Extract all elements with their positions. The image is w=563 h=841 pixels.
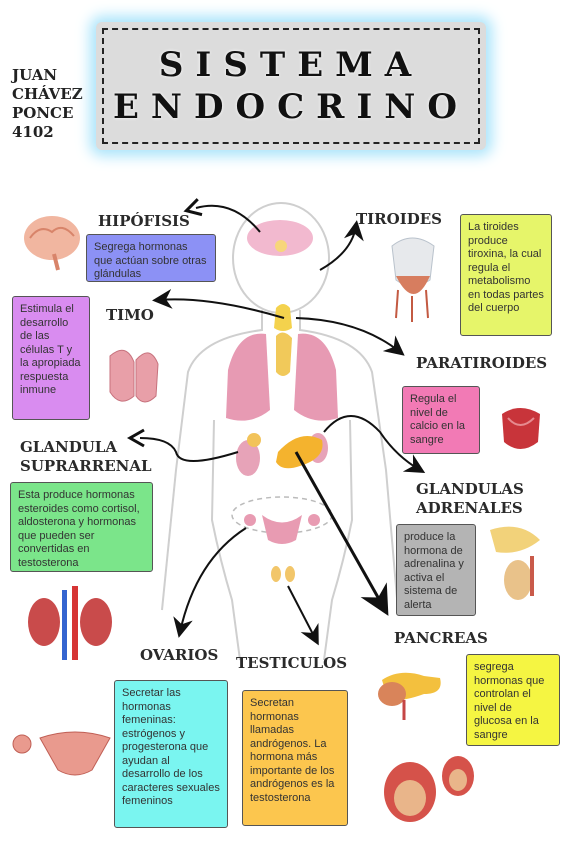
title-line-2: ENDOCRINO: [112, 87, 469, 127]
author-line: PONCE: [12, 104, 74, 122]
label-glandula-suprarrenal-line1: GLANDULA: [20, 438, 117, 456]
title-frame: SISTEMA ENDOCRINO: [102, 28, 480, 144]
brain-image: [24, 216, 80, 271]
pancreas-organ: [276, 436, 323, 469]
thymus-image: [109, 349, 159, 403]
pancreas-image: [378, 672, 441, 720]
label-glandula-suprarrenal-line2: SUPRARRENAL: [20, 457, 152, 475]
info-box-timo: Estimula el desarrollo de las células T …: [12, 296, 90, 420]
thyroid-image: [391, 237, 435, 322]
info-box-suprarrenal: Esta produce hormonas esteroides como co…: [10, 482, 153, 572]
label-ovarios: OVARIOS: [140, 646, 219, 664]
label-testiculos: TESTICULOS: [236, 654, 348, 672]
label-hipofisis: HIPÓFISIS: [98, 212, 190, 230]
info-text-timo: Estimula el desarrollo de las células T …: [20, 303, 81, 396]
connector-arrows: [126, 198, 426, 646]
info-box-testiculos: Secretan hormonas llamadas andrógenos. L…: [242, 690, 348, 826]
label-tiroides: TIROIDES: [356, 210, 443, 228]
uterus-image: [12, 731, 136, 776]
info-box-tiroides: La tiroides produce tiroxina, la cual re…: [460, 214, 552, 336]
info-box-pancreas: segrega hormonas que controlan el nivel …: [466, 654, 560, 746]
info-box-adrenales: produce la hormona de adrenalina y activ…: [396, 524, 476, 616]
info-box-hipofisis: Segrega hormonas que actúan sobre otras …: [86, 234, 216, 282]
info-text-adrenales: produce la hormona de adrenalina y activ…: [404, 531, 464, 611]
testes-image: [384, 756, 474, 822]
info-text-tiroides: La tiroides produce tiroxina, la cual re…: [468, 221, 544, 314]
adrenal-organ: [247, 433, 261, 447]
info-text-ovarios: Secretar las hormonas femeninas: estróge…: [122, 687, 220, 807]
info-text-paratiroides: Regula el nivel de calcio en la sangre: [410, 393, 466, 446]
lungs-organ: [226, 333, 338, 421]
info-text-pancreas: segrega hormonas que controlan el nivel …: [474, 661, 545, 741]
author-line: JUAN: [12, 66, 58, 84]
info-box-ovarios: Secretar las hormonas femeninas: estróge…: [114, 680, 228, 828]
author-line: 4102: [12, 123, 54, 141]
uterus-organ: [244, 514, 320, 544]
label-glandulas-adrenales-line2: ADRENALES: [416, 499, 523, 517]
label-timo: TIMO: [106, 306, 154, 324]
head-brain-organ: [247, 220, 313, 256]
info-text-suprarrenal: Esta produce hormonas esteroides como co…: [18, 489, 140, 569]
parathyroid-image: [502, 408, 540, 449]
thymus-organ: [276, 332, 292, 376]
info-text-testiculos: Secretan hormonas llamadas andrógenos. L…: [250, 697, 335, 804]
author-line: CHÁVEZ: [12, 85, 83, 103]
label-paratiroides: PARATIROIDES: [416, 354, 548, 372]
info-text-hipofisis: Segrega hormonas que actúan sobre otras …: [94, 241, 207, 280]
kidneys-image: [28, 586, 112, 660]
info-box-paratiroides: Regula el nivel de calcio en la sangre: [402, 386, 480, 454]
adrenal-image: [490, 526, 540, 600]
author-block: JUAN CHÁVEZ PONCE 4102: [12, 66, 83, 142]
title-banner: SISTEMA ENDOCRINO: [96, 22, 486, 150]
testes-organ: [271, 566, 295, 582]
label-pancreas: PANCREAS: [394, 629, 488, 647]
title-line-1: SISTEMA: [158, 45, 424, 85]
label-glandulas-adrenales-line1: GLANDULAS: [416, 480, 524, 498]
